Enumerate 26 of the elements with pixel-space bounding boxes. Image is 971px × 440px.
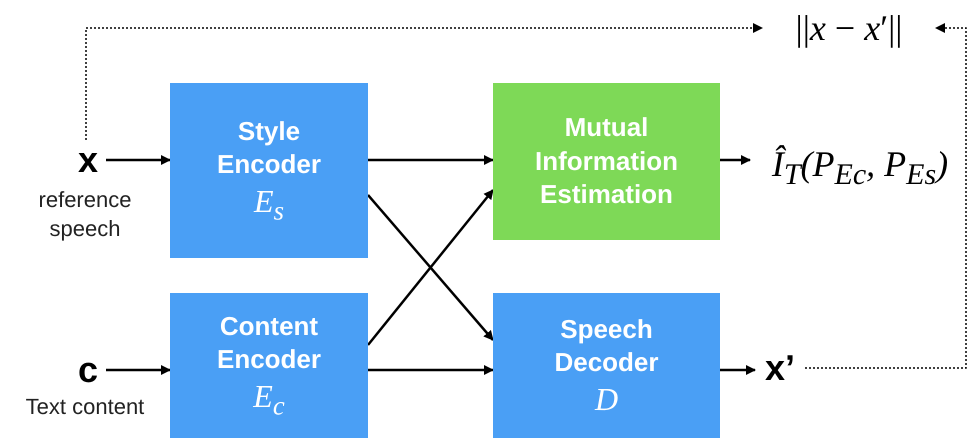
variable-label: x’ — [755, 347, 805, 389]
arrow — [368, 365, 494, 375]
module-box — [170, 83, 368, 258]
arrow — [368, 155, 494, 165]
math-symbol: D — [594, 380, 618, 418]
module-box — [170, 293, 368, 438]
dotted-arrow — [805, 23, 967, 369]
arrow — [720, 155, 751, 165]
math-symbol: E$_{s}$ — [254, 182, 284, 226]
arrow — [720, 365, 756, 375]
math-expression: Î$_{T}$(P$_{Ec}$, P$_{Es}$) — [750, 138, 970, 198]
math-expression: ||x − x′|| — [762, 8, 936, 48]
box-title: Speech Decoder — [553, 312, 660, 380]
estimator-box — [493, 83, 720, 240]
caption-text: Text content — [24, 393, 146, 421]
caption-text: reference speech — [38, 186, 132, 243]
arrow — [106, 365, 171, 375]
dotted-arrow — [85, 23, 763, 140]
variable-label: c — [70, 350, 106, 390]
module-box — [493, 293, 720, 438]
variable-label: x — [70, 140, 106, 180]
arrow — [106, 155, 171, 165]
box-title: Style Encoder — [216, 114, 322, 182]
math-symbol: E$_{c}$ — [253, 377, 285, 422]
box-title: Mutual Information Estimation — [534, 110, 679, 212]
box-title: Content Encoder — [216, 310, 322, 376]
